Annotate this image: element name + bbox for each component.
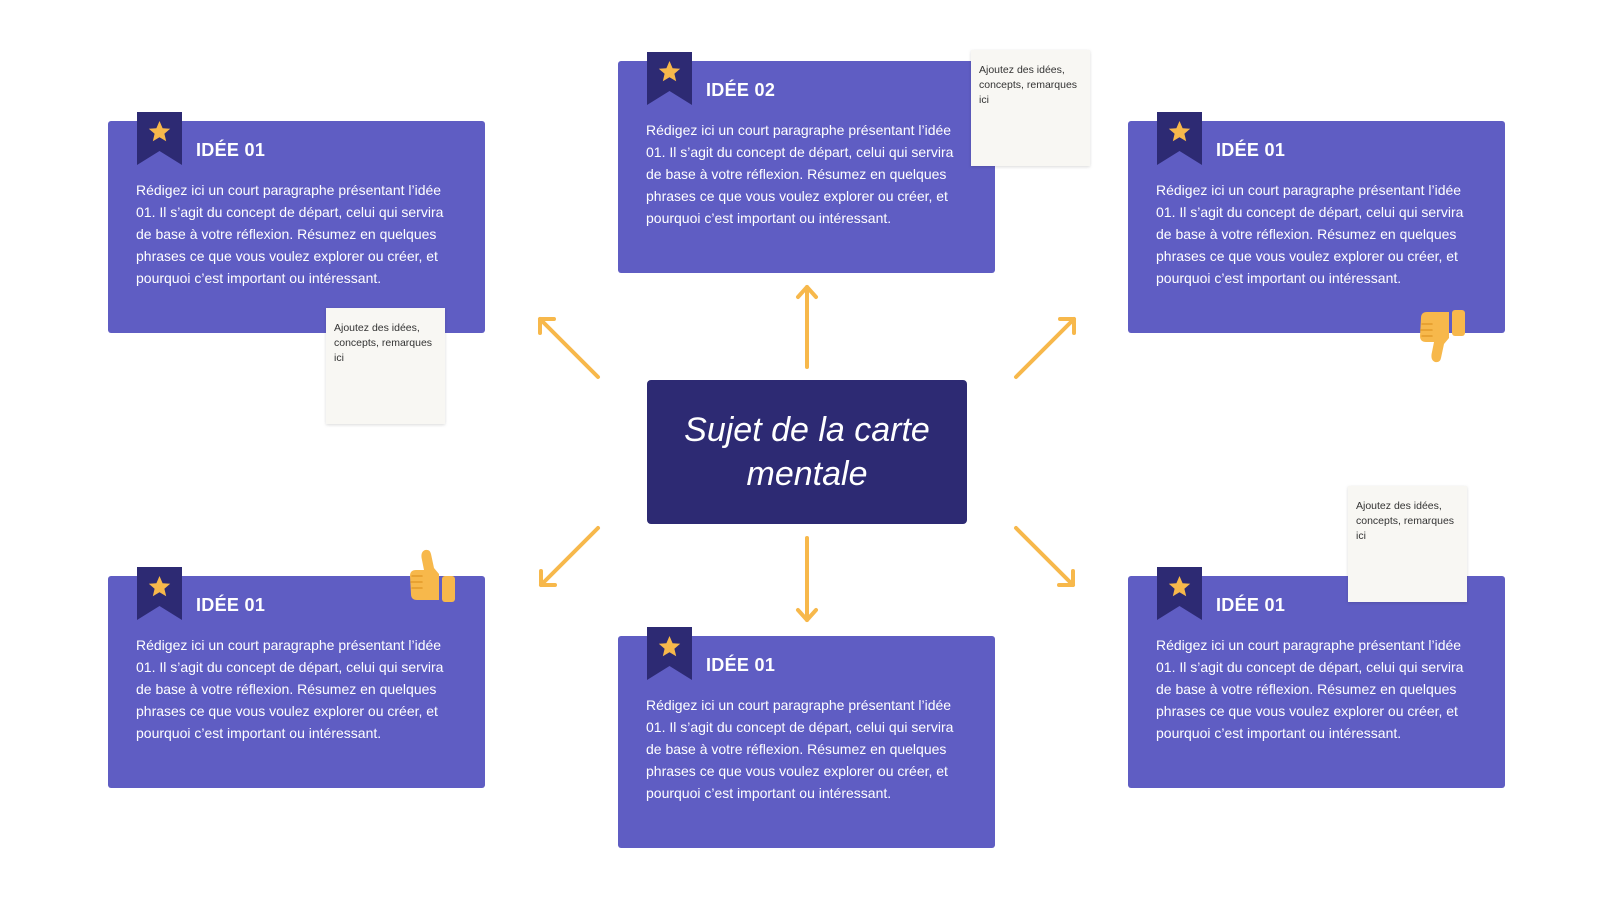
idea-card-title: IDÉE 01 — [706, 655, 776, 675]
sticky-note-top-left[interactable]: Ajoutez des idées, concepts, remarques i… — [326, 308, 445, 424]
sticky-note-text: Ajoutez des idées, concepts, remarques i… — [979, 64, 1078, 106]
bookmark-star-icon — [647, 627, 692, 680]
idea-card-top-left[interactable]: IDÉE 01 Rédigez ici un court paragraphe … — [108, 112, 485, 333]
idea-card-top-center[interactable]: IDÉE 02 Rédigez ici un court paragraphe … — [618, 52, 995, 273]
idea-card-top-right[interactable]: IDÉE 01 Rédigez ici un court paragraphe … — [1128, 112, 1505, 333]
bookmark-star-icon — [137, 567, 182, 620]
sticky-note-text: Ajoutez des idées, concepts, remarques i… — [1356, 500, 1455, 542]
idea-card-text: Rédigez ici un court paragraphe présenta… — [646, 697, 954, 801]
idea-card-title: IDÉE 01 — [196, 140, 266, 160]
central-topic-title: Sujet de la carte mentale — [684, 411, 930, 493]
idea-card-title: IDÉE 02 — [706, 80, 776, 100]
bookmark-star-icon — [137, 112, 182, 165]
arrow-icon-down-right — [1014, 526, 1075, 587]
central-topic[interactable]: Sujet de la carte mentale — [647, 380, 967, 524]
idea-card-title: IDÉE 01 — [1216, 140, 1286, 160]
bookmark-star-icon — [1157, 567, 1202, 620]
sticky-note-text: Ajoutez des idées, concepts, remarques i… — [334, 322, 433, 364]
bookmark-star-icon — [1157, 112, 1202, 165]
idea-card-bottom-center[interactable]: IDÉE 01 Rédigez ici un court paragraphe … — [618, 627, 995, 848]
idea-card-bottom-right[interactable]: IDÉE 01 Rédigez ici un court paragraphe … — [1128, 567, 1505, 788]
idea-card-title: IDÉE 01 — [196, 595, 266, 615]
arrow-icon-up-right — [1014, 317, 1076, 379]
idea-card-bottom-left[interactable]: IDÉE 01 Rédigez ici un court paragraphe … — [108, 567, 485, 788]
sticky-note-top-center[interactable]: Ajoutez des idées, concepts, remarques i… — [971, 50, 1090, 166]
idea-card-text: Rédigez ici un court paragraphe présenta… — [1156, 637, 1464, 741]
arrow-icon-up-left — [538, 317, 600, 379]
idea-card-text: Rédigez ici un court paragraphe présenta… — [1156, 182, 1464, 286]
idea-card-title: IDÉE 01 — [1216, 595, 1286, 615]
arrow-icon-down — [796, 536, 818, 622]
thumbs-down-icon — [1418, 308, 1468, 364]
arrow-icon-up — [796, 285, 818, 369]
thumbs-up-icon — [408, 548, 458, 604]
sticky-note-bottom-right[interactable]: Ajoutez des idées, concepts, remarques i… — [1348, 486, 1467, 602]
idea-card-text: Rédigez ici un court paragraphe présenta… — [136, 637, 444, 741]
arrow-icon-down-left — [539, 526, 600, 587]
idea-card-text: Rédigez ici un court paragraphe présenta… — [646, 122, 954, 226]
bookmark-star-icon — [647, 52, 692, 105]
idea-card-text: Rédigez ici un court paragraphe présenta… — [136, 182, 444, 286]
